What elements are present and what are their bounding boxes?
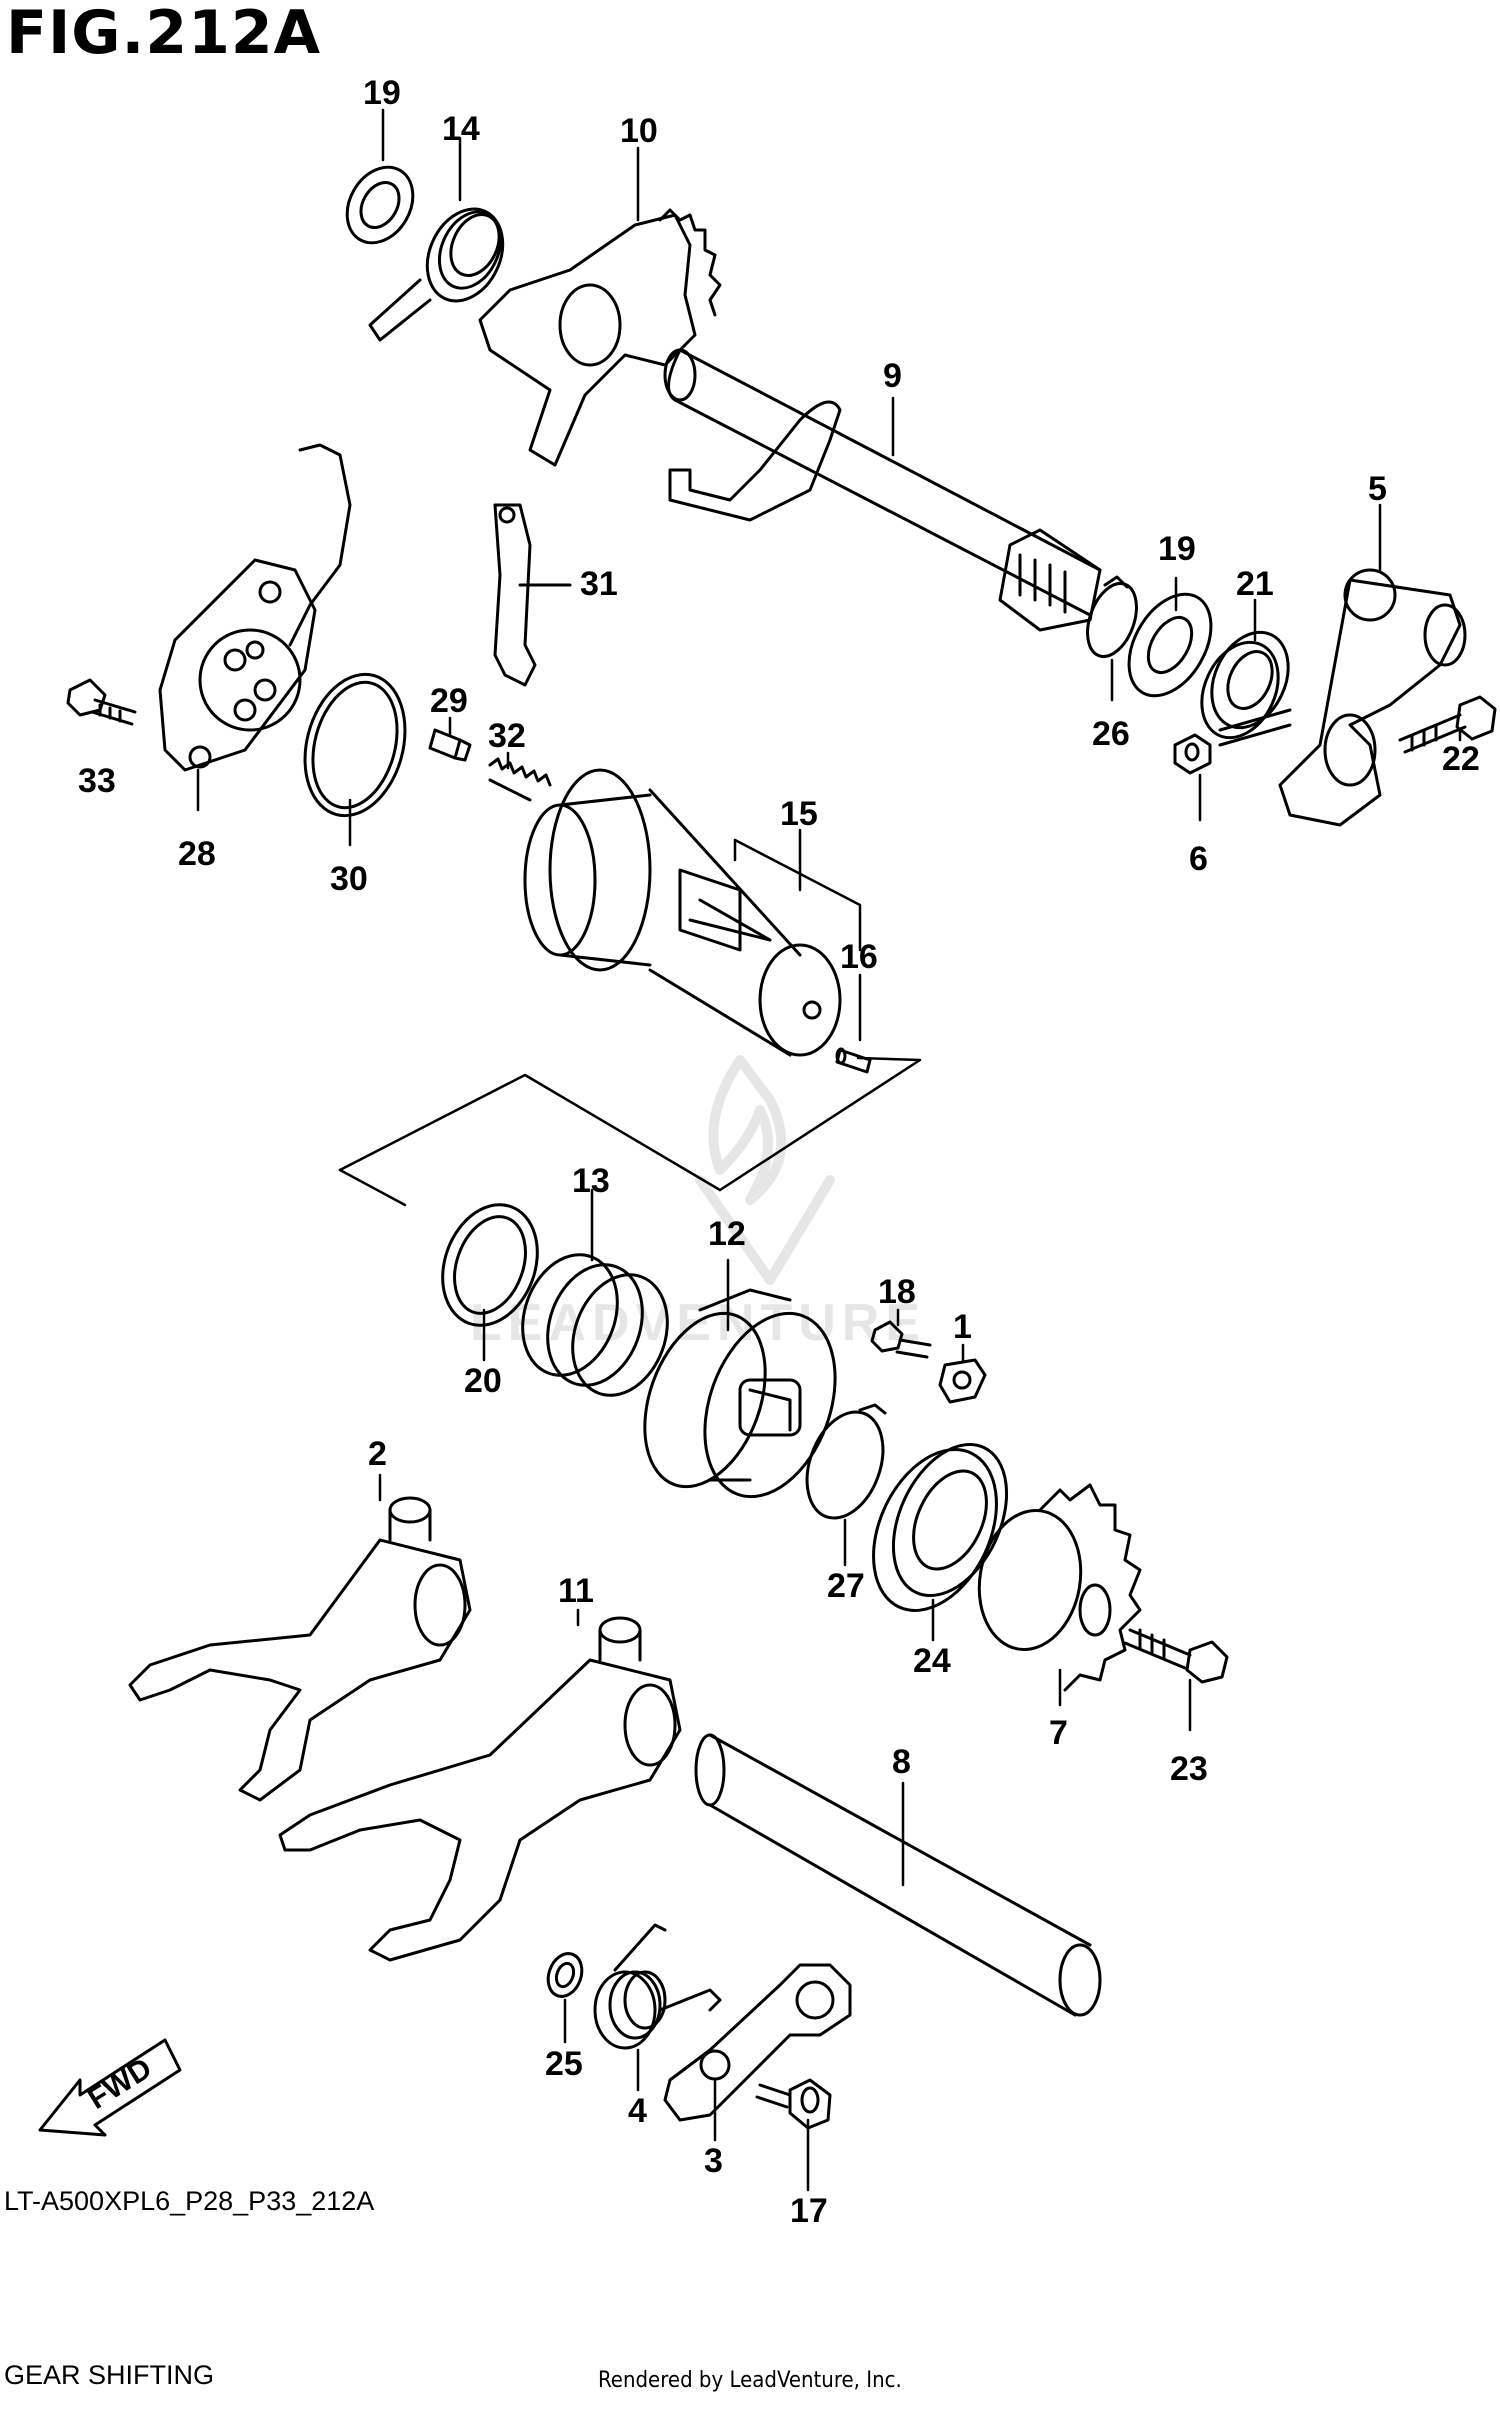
cover-28: [158, 443, 352, 772]
bolt-23: [1123, 1628, 1229, 1684]
callout-9: 9: [883, 357, 902, 395]
callout-24: 24: [913, 1642, 951, 1680]
callout-23: 23: [1170, 1750, 1208, 1788]
fwd-label: FWD: [82, 2052, 157, 2116]
callout-32: 32: [488, 717, 526, 755]
shift-cam-15: [523, 768, 842, 1057]
fork-2: [128, 1496, 472, 1802]
callout-7: 7: [1049, 1714, 1068, 1752]
spring-32: [488, 757, 552, 802]
callout-27: 27: [827, 1567, 865, 1605]
callout-14: 14: [442, 110, 480, 148]
shift-shaft-9: [663, 348, 1102, 632]
callout-12: 12: [708, 1215, 746, 1253]
spring-4: [593, 1923, 722, 2050]
figure-title: FIG.212A: [6, 0, 322, 68]
assembly-group-outline: [338, 838, 922, 1207]
fork-shaft-8: [694, 1733, 1102, 2017]
o-ring-30: [303, 672, 407, 818]
callout-31: 31: [580, 565, 618, 603]
leader-lines: [196, 108, 1462, 2192]
callout-15: 15: [780, 795, 818, 833]
callout-19-right: 19: [1158, 530, 1196, 568]
nut-1: [938, 1358, 987, 1404]
bolt-22: [1398, 695, 1497, 754]
callout-17: 17: [790, 2192, 828, 2230]
callout-29: 29: [430, 682, 468, 720]
callout-16: 16: [840, 938, 878, 976]
callout-26: 26: [1092, 715, 1130, 753]
callout-20: 20: [464, 1362, 502, 1400]
callout-6: 6: [1189, 840, 1208, 878]
callout-25: 25: [545, 2045, 583, 2083]
circlip-27: [805, 1403, 887, 1520]
callout-13: 13: [572, 1162, 610, 1200]
callout-8: 8: [892, 1743, 911, 1781]
pin-16: [835, 1047, 872, 1074]
callout-5: 5: [1368, 470, 1387, 508]
fwd-arrow-icon: [38, 2038, 182, 2137]
callout-10: 10: [620, 112, 658, 150]
washer-19-top: [345, 165, 415, 245]
callout-28: 28: [178, 835, 216, 873]
washer-25: [546, 1952, 584, 1998]
callout-30: 30: [330, 860, 368, 898]
pin-29: [428, 728, 472, 762]
spring-14: [368, 207, 505, 342]
washer-19-right: [1127, 592, 1213, 698]
section-name-label: GEAR SHIFTING: [4, 2360, 215, 2390]
screw-18: [870, 1320, 932, 1359]
render-credit: Rendered by LeadVenture, Inc.: [598, 2368, 902, 2393]
callout-18: 18: [878, 1273, 916, 1311]
callout-3: 3: [704, 2142, 723, 2180]
callout-33: 33: [78, 762, 116, 800]
bolt-17: [755, 2078, 832, 2130]
bolt-33: [66, 678, 137, 726]
washer-20: [441, 1203, 539, 1327]
callout-22: 22: [1442, 740, 1480, 778]
callout-11: 11: [558, 1572, 594, 1610]
fork-11: [278, 1616, 682, 1962]
gear-7: [977, 1483, 1142, 1692]
circlip-26: [1086, 575, 1138, 658]
callout-19-top: 19: [363, 74, 401, 112]
model-code-label: LT-A500XPL6_P28_P33_212A: [4, 2186, 375, 2216]
shift-arm-10: [478, 208, 722, 467]
callout-2: 2: [368, 1435, 387, 1473]
nut-6: [1173, 733, 1212, 775]
callout-21: 21: [1236, 565, 1274, 603]
bearing-21: [1200, 630, 1290, 740]
stopper-plate-31: [493, 503, 572, 687]
watermark-logo: [695, 1055, 835, 1285]
shift-lever-arm-5: [1218, 568, 1467, 827]
driven-gear-12: [643, 1288, 837, 1499]
callout-4: 4: [628, 2092, 647, 2130]
callout-1: 1: [953, 1308, 972, 1346]
